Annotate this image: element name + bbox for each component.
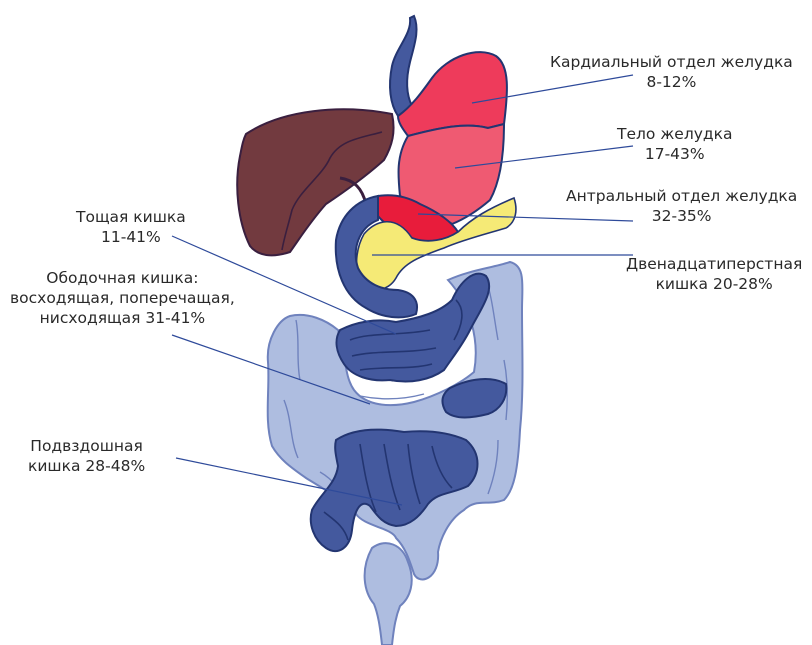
label-antrum-name: Антральный отдел желудка [566, 186, 797, 206]
label-colon: Ободочная кишка: восходящая, поперечащая… [10, 268, 235, 328]
label-colon-value: нисходящая 31-41% [10, 308, 235, 328]
label-ileum: Подвздошная кишка 28-48% [28, 436, 145, 476]
rectum [365, 543, 412, 645]
label-jejunum-value: 11-41% [76, 227, 186, 247]
label-ileum-name: Подвздошная [28, 436, 145, 456]
label-colon-parts: восходящая, поперечащая, [10, 288, 235, 308]
label-cardia-value: 8-12% [550, 72, 793, 92]
label-cardia-name: Кардиальный отдел желудка [550, 52, 793, 72]
label-duodenum: Двенадцатиперстная кишка 20-28% [626, 254, 802, 294]
label-body-value: 17-43% [617, 144, 732, 164]
label-body: Тело желудка 17-43% [617, 124, 732, 164]
label-colon-name: Ободочная кишка: [10, 268, 235, 288]
label-antrum-value: 32-35% [566, 206, 797, 226]
label-jejunum-name: Тощая кишка [76, 207, 186, 227]
label-duodenum-name: Двенадцатиперстная [626, 254, 802, 274]
label-ileum-value: кишка 28-48% [28, 456, 145, 476]
label-jejunum: Тощая кишка 11-41% [76, 207, 186, 247]
label-cardia: Кардиальный отдел желудка 8-12% [550, 52, 793, 92]
label-duodenum-value: кишка 20-28% [626, 274, 802, 294]
stomach-cardia [398, 52, 507, 136]
label-body-name: Тело желудка [617, 124, 732, 144]
label-antrum: Антральный отдел желудка 32-35% [566, 186, 797, 226]
esophagus [390, 16, 417, 116]
